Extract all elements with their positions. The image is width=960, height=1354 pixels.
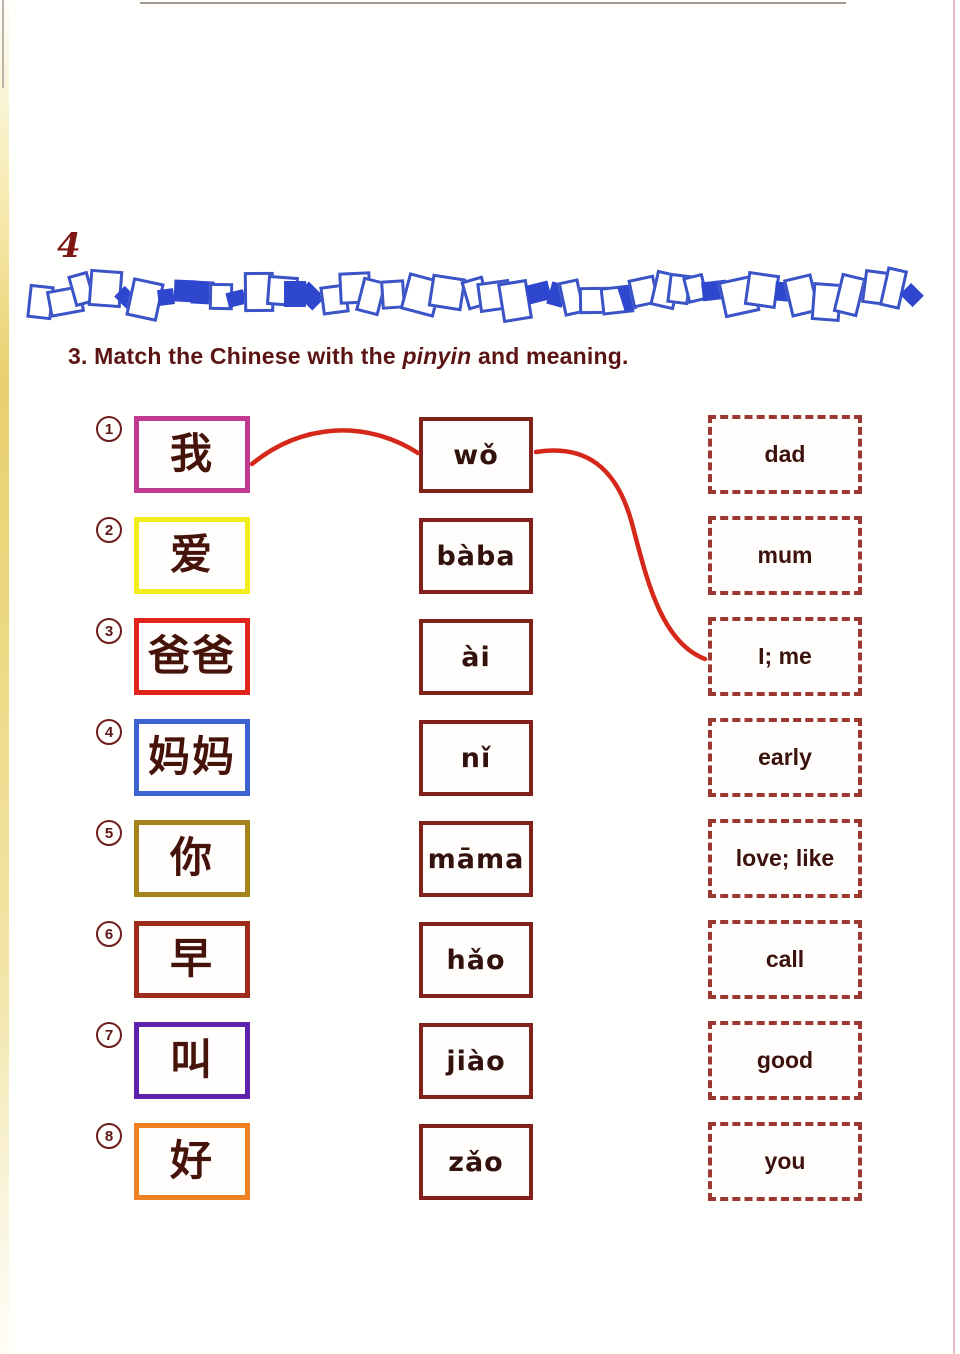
- row-number: 8: [104, 1127, 114, 1145]
- page-edge-left-stripe: [0, 0, 9, 1354]
- pinyin-text: bàba: [436, 540, 516, 572]
- title-prefix: 3. Match the Chinese with the: [68, 343, 403, 369]
- meaning-box: love; like: [708, 819, 862, 898]
- match-row: 1 我 wǒ dad: [0, 415, 960, 517]
- chinese-box: 爱: [134, 517, 250, 594]
- page-edge-top-line: [140, 2, 846, 4]
- chinese-box: 叫: [134, 1022, 250, 1099]
- pinyin-text: ài: [461, 641, 491, 673]
- meaning-box: you: [708, 1122, 862, 1201]
- pinyin-box: jiào: [419, 1023, 533, 1099]
- pinyin-box: wǒ: [419, 417, 533, 493]
- decorative-band: [26, 266, 928, 323]
- row-number-badge: 4: [96, 719, 122, 745]
- meaning-box: dad: [708, 415, 862, 494]
- row-number: 7: [104, 1026, 114, 1044]
- row-number-badge: 5: [96, 820, 122, 846]
- row-number-badge: 2: [96, 517, 122, 543]
- meaning-text: dad: [764, 441, 806, 467]
- chinese-character: 妈妈: [147, 734, 236, 781]
- match-row: 6 早 hǎo call: [0, 920, 960, 1022]
- row-number: 3: [104, 622, 114, 640]
- page-edge-left-line: [2, 0, 4, 88]
- band-square: [87, 269, 124, 309]
- meaning-text: good: [756, 1047, 814, 1073]
- pinyin-box: zǎo: [419, 1124, 533, 1200]
- chinese-box: 早: [134, 921, 250, 998]
- pinyin-text: māma: [427, 843, 525, 875]
- meaning-text: mum: [757, 542, 813, 568]
- meaning-text: early: [758, 744, 812, 770]
- row-number-badge: 3: [96, 618, 122, 644]
- meaning-text: love; like: [735, 845, 835, 871]
- meaning-box: good: [708, 1021, 862, 1100]
- row-number: 4: [104, 723, 114, 741]
- row-number: 6: [104, 925, 114, 943]
- chinese-character: 早: [169, 936, 214, 983]
- meaning-box: call: [708, 920, 862, 999]
- pinyin-box: ài: [419, 619, 533, 695]
- match-row: 5 你 māma love; like: [0, 819, 960, 921]
- match-row: 7 叫 jiào good: [0, 1021, 960, 1123]
- meaning-box: early: [708, 718, 862, 797]
- pinyin-box: nǐ: [419, 720, 533, 796]
- chinese-box: 爸爸: [134, 618, 250, 695]
- title-italic-word: pinyin: [402, 343, 472, 369]
- chinese-character: 爱: [169, 532, 214, 579]
- chinese-character: 好: [169, 1138, 214, 1185]
- meaning-box: mum: [708, 516, 862, 595]
- row-number-badge: 6: [96, 921, 122, 947]
- match-row: 2 爱 bàba mum: [0, 516, 960, 618]
- chinese-box: 好: [134, 1123, 250, 1200]
- row-number-badge: 1: [96, 416, 122, 442]
- meaning-text: I; me: [758, 643, 812, 669]
- chinese-character: 叫: [169, 1037, 214, 1084]
- page-number: 4: [57, 226, 81, 266]
- chinese-character: 我: [169, 431, 214, 478]
- matching-exercise: 1 我 wǒ dad 2 爱 bàba mum 3 爸爸 ài I; me 4 …: [0, 415, 960, 1224]
- match-row: 8 好 zǎo you: [0, 1122, 960, 1224]
- pinyin-text: wǒ: [453, 439, 499, 471]
- chinese-box: 你: [134, 820, 250, 897]
- match-row: 3 爸爸 ài I; me: [0, 617, 960, 719]
- row-number-badge: 8: [96, 1123, 122, 1149]
- band-square: [427, 273, 467, 312]
- chinese-character: 爸爸: [147, 633, 236, 680]
- row-number: 1: [104, 420, 114, 438]
- chinese-character: 你: [169, 835, 214, 882]
- exercise-title: 3. Match the Chinese with the pinyin and…: [68, 343, 629, 370]
- page-edge-right-line: [953, 0, 955, 1354]
- pinyin-text: nǐ: [460, 742, 492, 774]
- pinyin-box: māma: [419, 821, 533, 897]
- row-number-badge: 7: [96, 1022, 122, 1048]
- pinyin-text: jiào: [446, 1045, 506, 1077]
- pinyin-box: bàba: [419, 518, 533, 594]
- pinyin-text: hǎo: [446, 944, 506, 976]
- pinyin-box: hǎo: [419, 922, 533, 998]
- meaning-text: you: [764, 1148, 806, 1174]
- meaning-box: I; me: [708, 617, 862, 696]
- row-number: 5: [104, 824, 114, 842]
- chinese-box: 妈妈: [134, 719, 250, 796]
- pinyin-text: zǎo: [448, 1146, 504, 1178]
- row-number: 2: [104, 521, 114, 539]
- title-suffix: and meaning.: [471, 343, 629, 369]
- chinese-box: 我: [134, 416, 250, 493]
- meaning-text: call: [765, 946, 805, 972]
- match-row: 4 妈妈 nǐ early: [0, 718, 960, 820]
